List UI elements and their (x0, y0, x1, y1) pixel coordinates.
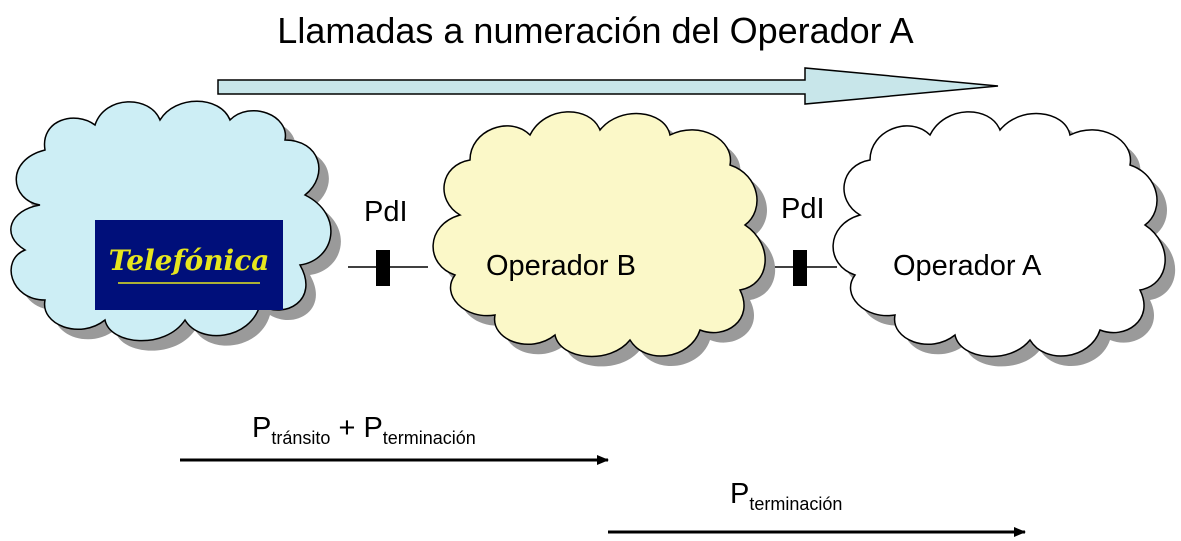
price-label-termination: Pterminación (730, 478, 842, 515)
price-sub-transit: tránsito (271, 428, 331, 448)
price-plus: + (338, 412, 356, 444)
price-sub-termination: terminación (382, 428, 476, 448)
operator-a-label: Operador A (893, 250, 1042, 282)
price-p1: P (252, 412, 272, 444)
pdi-label-1: PdI (364, 196, 408, 228)
price-label-transit-termination: Ptránsito + Pterminación (252, 412, 476, 449)
price-p2: P (363, 412, 383, 444)
price-p: P (730, 478, 750, 510)
pdi-block-1 (376, 250, 390, 286)
price-sub-termination-2: terminación (749, 494, 843, 514)
traffic-direction-arrow (217, 67, 999, 105)
pdi-label-2: PdI (781, 193, 825, 225)
operator-b-label: Operador B (486, 250, 636, 282)
pdi-block-2 (793, 250, 807, 286)
cloud-operator-a (832, 111, 1176, 367)
telefonica-logo: Telefónica (95, 220, 283, 310)
telefonica-logo-text: Telefónica (109, 244, 270, 277)
diagram-title: Llamadas a numeración del Operador A (277, 10, 914, 51)
cloud-operator-b (432, 111, 776, 367)
